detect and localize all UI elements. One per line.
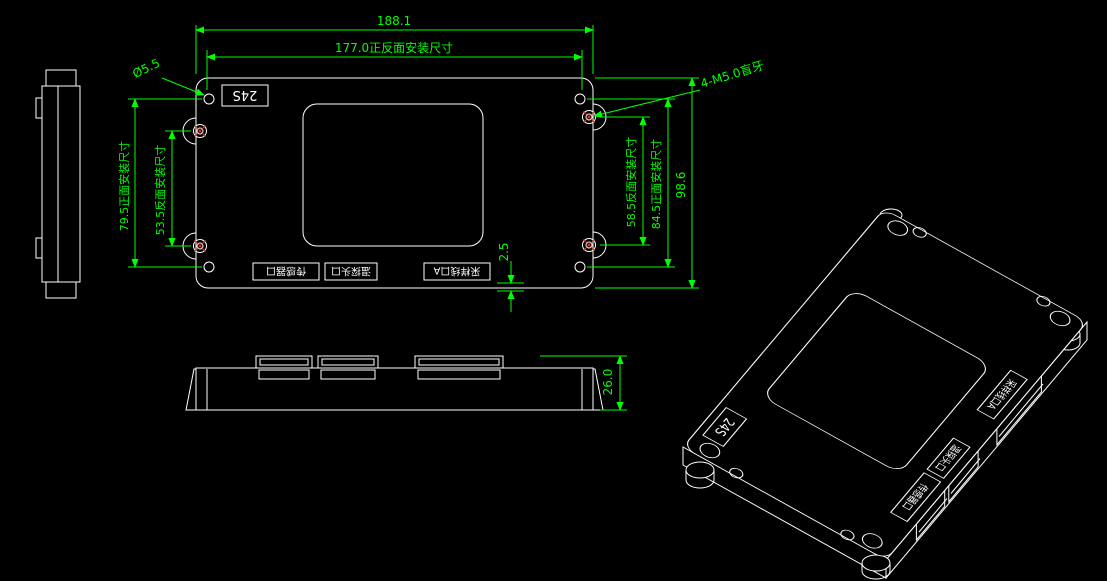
ext-lines-right-front-mount (587, 98, 675, 268)
dim-left-back-mount: 53.5反面安装尺寸 (153, 145, 167, 236)
iso-foot-west (685, 461, 715, 489)
thread-hole-right-bottom (582, 238, 596, 252)
dim-right-front-mount: 84.5正面安装尺寸 (649, 139, 663, 230)
iso-port-label-box-1 (889, 472, 942, 523)
connector-1-pins (258, 369, 310, 380)
callout-hole-diameter: Ø5.5 (130, 56, 162, 81)
bottom-view-dimensions: 26.0 (540, 355, 627, 411)
dim-edge-offset: 2.5 (497, 242, 511, 261)
ext-lines-left-back-mount (165, 130, 191, 247)
corner-hole-bottom-left (203, 261, 215, 273)
corner-hole-bottom-right (574, 261, 586, 273)
connector-1 (255, 355, 313, 369)
ext-lines-mount-width (206, 50, 583, 90)
iso-corner-boss-1 (699, 442, 721, 459)
port-label-box-2 (324, 262, 378, 281)
iso-device-body (687, 212, 1083, 557)
side-view-boss-top (35, 97, 43, 119)
model-label: 24S (233, 87, 258, 102)
corner-hole-top-left (203, 93, 215, 105)
iso-corner-boss-4 (1049, 310, 1071, 327)
model-label-box (221, 84, 269, 107)
thread-hole-right-top (582, 110, 596, 124)
iso-ear-hole-3 (912, 227, 927, 238)
iso-foot-south-top (861, 554, 891, 572)
iso-port-label-box-2 (926, 437, 971, 479)
device-screen (302, 103, 484, 247)
connector-2-pins (320, 369, 376, 380)
dim-right-back-mount: 58.5反面安装尺寸 (624, 137, 638, 228)
dim-thickness: 26.0 (601, 369, 615, 396)
bottom-wall-lines (206, 369, 583, 410)
thread-hole-left-top (193, 124, 207, 138)
connector-3-inner (418, 358, 500, 366)
iso-ear-hole-2 (840, 529, 855, 541)
iso-ear-hole-4 (1036, 296, 1051, 307)
connector-2 (317, 355, 379, 369)
bottom-body (195, 367, 594, 411)
iso-top-face: 24S 传感器口 温探头口 采样线口A (687, 212, 1083, 557)
device-body (195, 77, 594, 289)
connector-1-inner (259, 358, 309, 366)
bottom-view (185, 355, 604, 411)
connector-2-inner (321, 358, 375, 366)
side-view-boss-bottom (35, 237, 43, 259)
side-view-bottom-tab (45, 281, 77, 299)
iso-connector-pin-lines (918, 383, 1044, 533)
bottom-right-tab (592, 368, 604, 411)
callout-thread: 4-M5.0盲牙 (698, 57, 765, 90)
iso-corner-boss-3 (861, 533, 883, 549)
iso-device-screen (767, 293, 986, 469)
port-label-box-3 (423, 262, 491, 281)
port-label-1: 传感器口 (266, 265, 306, 278)
side-view-body (41, 85, 81, 283)
thread-hole-left-bottom (193, 239, 207, 253)
iso-ear-hole-1 (729, 467, 744, 479)
ext-lines-overall-height (595, 77, 699, 289)
dim-overall-width: 188.1 (377, 14, 411, 28)
corner-hole-top-right (574, 93, 586, 105)
iso-model-label-box (702, 407, 748, 448)
ext-lines-left-front-mount (128, 98, 202, 268)
connector-3-pins (417, 369, 501, 380)
bottom-left-tab (185, 368, 197, 411)
isometric-view: 24S 传感器口 温探头口 采样线口A (682, 208, 1088, 580)
dim-overall-height: 98.6 (674, 172, 688, 199)
front-view: 24S 传感器口 温探头口 采样线口A (182, 77, 607, 289)
iso-foot-south-side (861, 563, 891, 580)
port-label-3: 采样线口A (433, 265, 480, 278)
side-view (35, 69, 81, 299)
port-label-box-1 (252, 262, 320, 281)
dim-left-front-mount: 79.5正面安装尺寸 (117, 141, 131, 232)
connector-3 (414, 355, 504, 369)
iso-port-label-box-3 (976, 369, 1028, 420)
dim-mount-width: 177.0正反面安装尺寸 (335, 40, 453, 55)
leader-hole-diameter (161, 77, 205, 96)
mounting-ear-bumps (182, 103, 607, 260)
ext-lines-edge-offset (497, 282, 524, 292)
port-label-2: 温探头口 (331, 265, 371, 278)
iso-foot-west-side (685, 470, 715, 489)
iso-corner-boss-2 (887, 220, 909, 236)
side-view-top-tab (45, 69, 77, 87)
iso-foot-south (861, 554, 891, 580)
iso-foot-west-top (685, 461, 715, 479)
leader-thread-callout (593, 89, 701, 118)
